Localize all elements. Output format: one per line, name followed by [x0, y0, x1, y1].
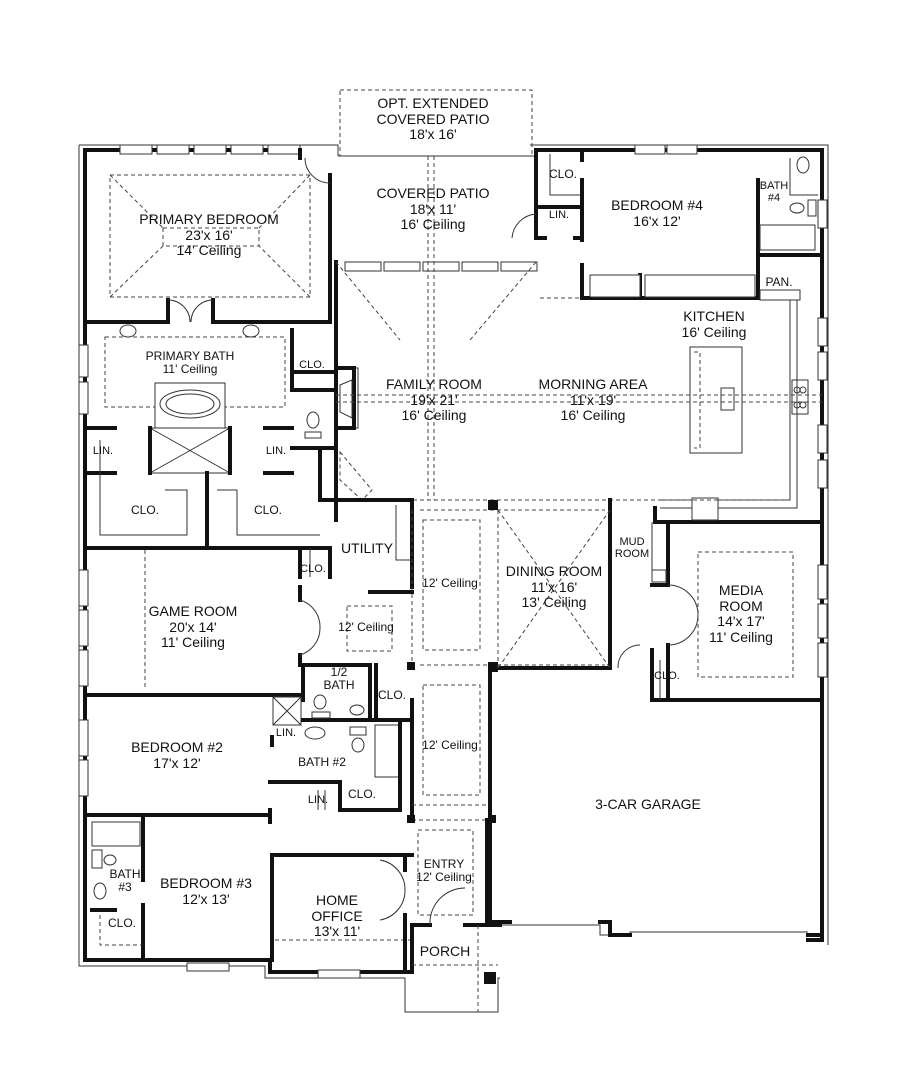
- bath-2-walls: [83, 663, 496, 824]
- room-name: FAMILY ROOM: [386, 376, 482, 392]
- room-label-kitchen: KITCHEN 16' Ceiling: [681, 308, 747, 340]
- room-size: 23'x 16': [185, 226, 233, 243]
- room-name: GAME ROOM: [148, 603, 238, 619]
- room-size: 13'x 11': [313, 923, 361, 940]
- room-label-bath-2-linen: LIN.: [275, 727, 297, 739]
- room-name: HOME: [316, 892, 358, 908]
- game-room-walls: [83, 550, 305, 697]
- room-label-primary-linen-right: LIN.: [265, 445, 287, 457]
- room-label-bath-2: BATH #2: [298, 755, 346, 769]
- room-label-mud-room: MUD ROOM: [614, 536, 650, 561]
- garage-walls: [488, 920, 824, 937]
- room-label-home-office: HOME OFFICE 13'x 11': [311, 892, 363, 940]
- room-label-entry: ENTRY 12' Ceiling: [416, 857, 472, 885]
- room-size: 18'x 16': [409, 126, 457, 143]
- primary-bath-walls: [83, 324, 338, 550]
- room-name: OFFICE: [311, 907, 363, 924]
- bedroom-4-walls: [534, 148, 824, 301]
- room-ceiling: 12' Ceiling: [416, 870, 472, 885]
- room-ceiling: 16' Ceiling: [681, 323, 747, 340]
- central-walls: [298, 498, 612, 702]
- room-label-primary-closet-left: CLO.: [130, 503, 160, 517]
- room-ceiling: 11' Ceiling: [161, 634, 225, 651]
- room-size: 12'x 13': [182, 890, 230, 907]
- room-name: 3-CAR GARAGE: [595, 796, 701, 812]
- room-name: PRIMARY BATH: [145, 349, 235, 363]
- room-label-porch: PORCH: [419, 943, 471, 960]
- room-label-dining-room: DINING ROOM 11'x 16' 13' Ceiling: [505, 563, 603, 611]
- room-label-half-bath: 1/2 BATH: [323, 665, 355, 693]
- room-size: 11'x 16': [530, 578, 578, 595]
- room-label-primary-bath: PRIMARY BATH 11' Ceiling: [145, 349, 235, 377]
- fireplace: [334, 366, 373, 501]
- room-name: UTILITY: [340, 540, 394, 556]
- room-label-covered-patio: COVERED PATIO 18'x 11' 16' Ceiling: [376, 185, 490, 233]
- room-label-half-bath-closet: CLO.: [377, 688, 407, 702]
- room-name: MORNING AREA: [538, 376, 648, 392]
- room-label-pantry: PAN.: [765, 275, 793, 289]
- room-label-media-closet: CLO.: [654, 670, 680, 682]
- room-label-hall-linen: LIN.: [307, 794, 329, 806]
- room-label-primary-bedroom: PRIMARY BEDROOM 23'x 16' 14' Ceiling: [139, 211, 279, 259]
- room-size: 20'x 14': [169, 618, 217, 635]
- room-label-family-room: FAMILY ROOM 19'x 21' 16' Ceiling: [386, 376, 482, 424]
- room-label-bedroom-2: BEDROOM #2 17'x 12': [131, 739, 223, 771]
- room-label-media-room: MEDIA ROOM 14'x 17' 11' Ceiling: [709, 582, 773, 646]
- room-name: ROOM: [719, 597, 763, 614]
- room-ceiling: 16' Ceiling: [560, 407, 626, 424]
- kitchen-walls: [336, 300, 824, 524]
- room-size: 11'x 19': [569, 391, 617, 408]
- entry-walls: [379, 818, 502, 1012]
- room-name: DINING ROOM: [505, 563, 603, 579]
- room-label-game-room: GAME ROOM 20'x 14' 11' Ceiling: [148, 603, 238, 651]
- room-name: OPT. EXTENDED: [377, 95, 489, 111]
- room-ceiling: 16' Ceiling: [401, 407, 467, 424]
- room-name: MEDIA: [718, 582, 764, 598]
- room-size: 19'x 21': [410, 391, 458, 408]
- room-size: 16'x 12': [633, 212, 681, 229]
- room-label-morning-area: MORNING AREA 11'x 19' 16' Ceiling: [538, 376, 648, 424]
- room-label-game-closet: CLO.: [300, 563, 326, 575]
- room-ceiling: 11' Ceiling: [709, 629, 773, 646]
- room-label-primary-closet-right: CLO.: [253, 503, 283, 517]
- room-label-bedroom-4-closet: CLO.: [548, 167, 578, 181]
- room-label-bath-3-closet: CLO.: [107, 916, 137, 930]
- family-room-ceiling-lines: [335, 261, 537, 341]
- room-label-hall-vestibule: 12' Ceiling: [338, 620, 394, 634]
- room-label-opt-extended-patio: OPT. EXTENDED COVERED PATIO 18'x 16': [376, 95, 490, 143]
- room-label-bedroom-3: BEDROOM #3 12'x 13': [160, 875, 252, 907]
- room-label-primary-closet-small: CLO.: [299, 359, 325, 371]
- room-label-bedroom-4: BEDROOM #4 16'x 12': [611, 197, 703, 229]
- room-label-bath-4: BATH #4: [759, 180, 789, 205]
- room-name: BEDROOM #3: [160, 875, 252, 891]
- room-name: BEDROOM #4: [611, 197, 703, 213]
- room-name: PRIMARY BEDROOM: [139, 211, 279, 227]
- room-name: COVERED PATIO: [376, 110, 490, 127]
- room-ceiling: 14' Ceiling: [176, 242, 242, 259]
- room-ceiling: 11' Ceiling: [162, 362, 218, 377]
- room-ceiling: 16' Ceiling: [400, 216, 466, 233]
- room-name: COVERED PATIO: [376, 185, 490, 201]
- room-name: BEDROOM #2: [131, 739, 223, 755]
- room-name: ENTRY: [423, 857, 465, 871]
- room-label-bedroom-4-linen: LIN.: [548, 209, 570, 221]
- room-size: 14'x 17': [717, 613, 765, 630]
- room-label-gallery-upper: 12' Ceiling: [422, 576, 478, 590]
- room-ceiling: 13' Ceiling: [521, 594, 587, 611]
- room-name: PORCH: [419, 943, 471, 959]
- room-label-primary-linen-left: LIN.: [92, 445, 114, 457]
- room-size: 18'x 11': [409, 200, 457, 217]
- room-label-gallery-lower: 12' Ceiling: [422, 738, 478, 752]
- room-label-bath-2-closet: CLO.: [347, 787, 377, 801]
- windows: [78, 144, 828, 979]
- room-name: KITCHEN: [683, 308, 745, 324]
- bedroom-3-walls: [90, 813, 414, 962]
- primary-bedroom-walls: [83, 157, 332, 324]
- room-label-garage: 3-CAR GARAGE: [595, 796, 701, 813]
- room-label-bath-3: BATH #3: [109, 867, 141, 895]
- media-mud-walls: [617, 520, 824, 702]
- room-label-utility: UTILITY: [340, 540, 394, 557]
- room-size: 17'x 12': [153, 754, 201, 771]
